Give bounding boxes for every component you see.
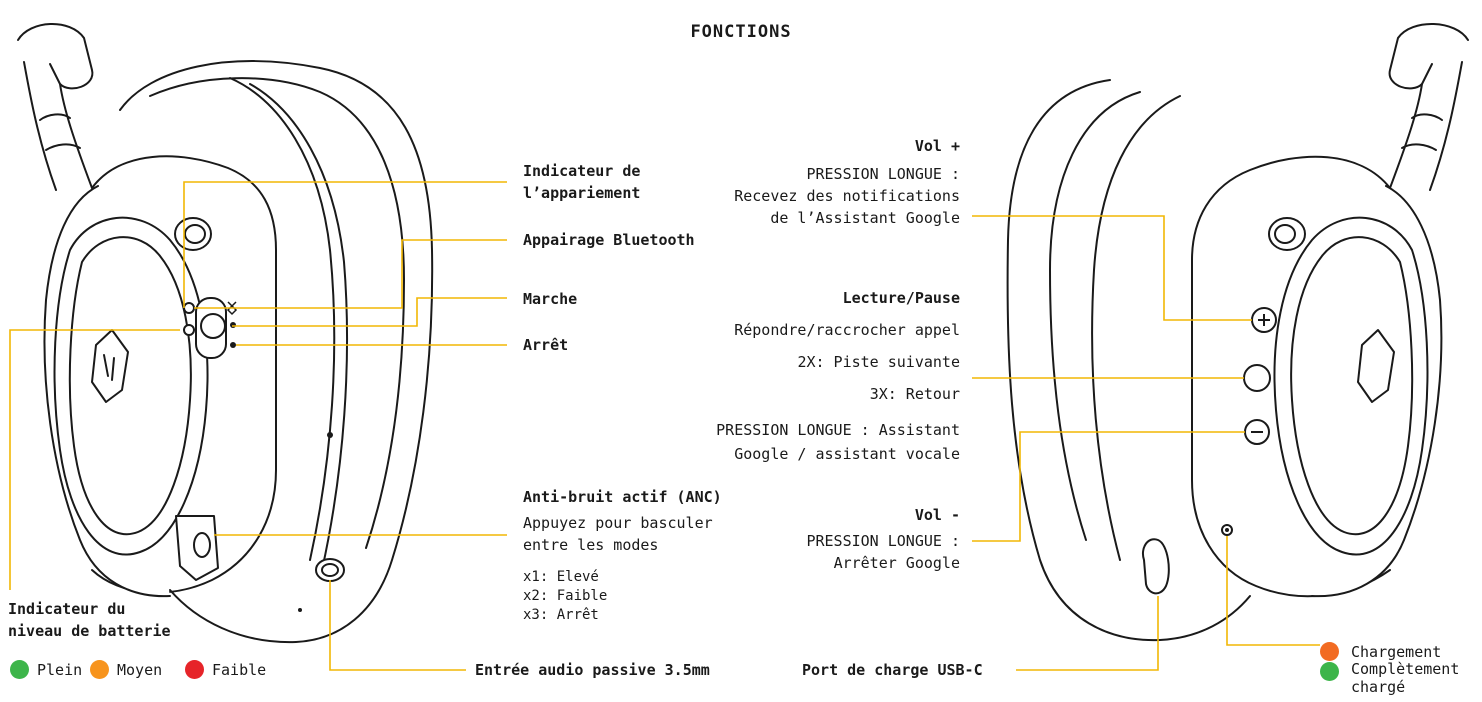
left-earcup-illustration [17,23,434,644]
vol-down-label: Vol - PRESSION LONGUE : Arrêter Google [806,506,960,572]
orange-dot-icon [1320,642,1339,661]
battery-legend-medium: Moyen [90,660,162,679]
power-off-label: Arrêt [523,336,569,354]
battery-legend-low: Faible [185,660,266,679]
bluetooth-pairing-label: Appairage Bluetooth [523,231,695,249]
fully-charged-legend: Complètement chargé [1320,660,1459,696]
battery-legend-full: Plein [10,660,82,679]
callout-lines [9,181,1320,671]
green-dot-icon [10,660,29,679]
pairing-indicator-label: Indicateur de l’appariement [523,162,641,202]
orange-dot-icon [90,660,109,679]
green-dot-icon [1320,662,1339,681]
page-title: FONCTIONS [690,22,792,42]
plus-icon [1258,314,1270,326]
play-pause-label: Lecture/Pause [842,289,960,307]
usb-port-label: Port de charge USB-C [802,661,983,679]
anc-label: Anti-bruit actif (ANC) Appuyez pour basc… [523,488,722,554]
right-earcup-illustration [1006,23,1469,642]
vol-up-label: Vol + PRESSION LONGUE : Recevez des noti… [734,137,960,227]
audio-input-label: Entrée audio passive 3.5mm [475,661,710,679]
power-on-label: Marche [523,290,578,308]
anc-modes: x1: Elevé x2: Faible x3: Arrêt [523,569,608,623]
play-pause-lines: Répondre/raccrocher appel 2X: Piste suiv… [734,321,960,403]
charging-legend: Chargement [1320,642,1441,661]
battery-indicator-label: Indicateur du niveau de batterie [8,600,171,640]
play-pause-long-press: PRESSION LONGUE : Assistant Google / ass… [716,421,960,463]
red-dot-icon [185,660,204,679]
